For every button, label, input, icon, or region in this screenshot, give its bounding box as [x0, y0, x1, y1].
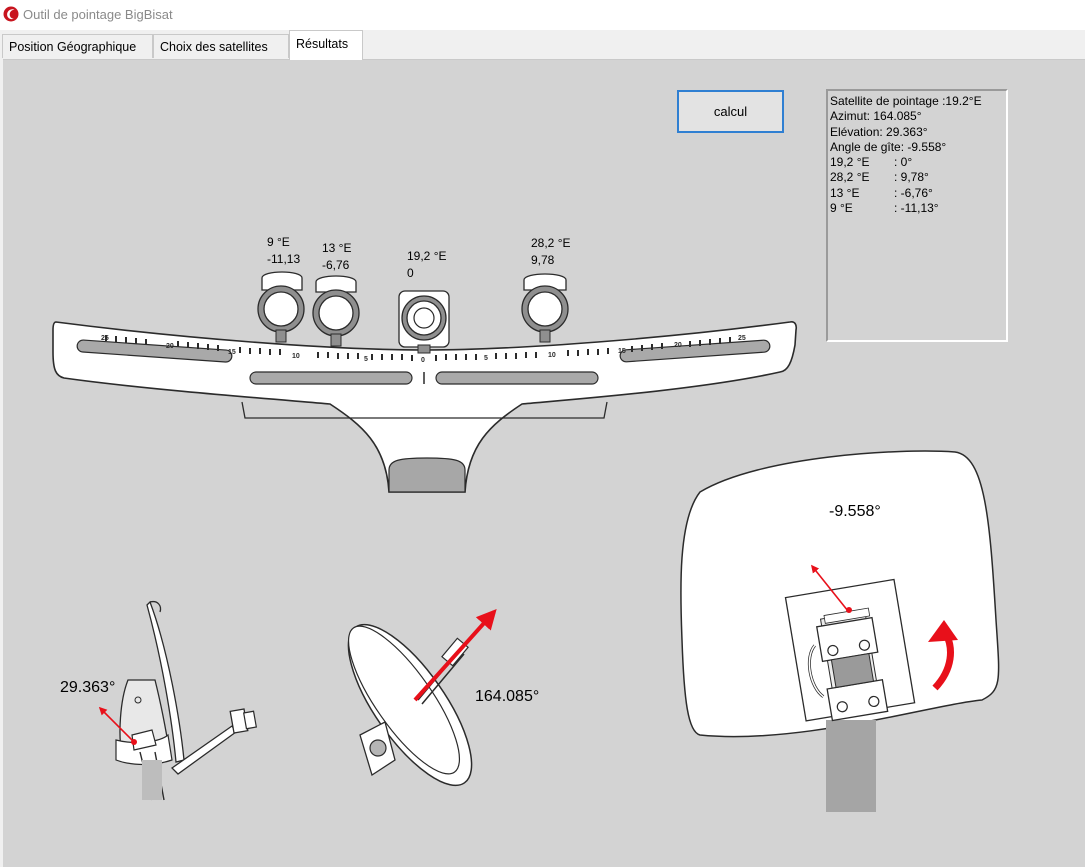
result-row: 19,2 °E : 0°: [830, 155, 1004, 170]
lnb-label-9e: 9 °E -11,13: [267, 234, 300, 268]
tab-label: Choix des satellites: [160, 40, 268, 54]
result-azimut: Azimut: 164.085°: [830, 109, 922, 124]
result-row-sat: 19,2 °E: [830, 155, 870, 170]
lnb-label-offset: -11,13: [267, 252, 301, 266]
tab-position-geographique[interactable]: Position Géographique: [2, 34, 153, 58]
scale-number: 10: [292, 353, 300, 360]
lnb-label-sat: 28,2 °E: [531, 236, 571, 250]
scale-numbers: 25 20 15 10 5 0 5 10 15 20 25: [101, 335, 746, 364]
scale-ticks: [105, 335, 731, 361]
scale-number: 25: [738, 335, 746, 342]
azimuth-value: 164.085°: [475, 688, 540, 705]
lnb-label-28-2e: 28,2 °E 9,78: [531, 235, 571, 269]
result-elevation: Elévation: 29.363°: [830, 124, 928, 139]
lnb-label-13e: 13 °E -6,76: [322, 240, 351, 274]
scale-number: 20: [674, 342, 682, 349]
result-row-value: : -11,13°: [894, 201, 939, 216]
lnb-label-sat: 9 °E: [267, 235, 290, 249]
result-row-sat: 28,2 °E: [830, 170, 870, 185]
bracket-slots: [76, 339, 771, 385]
lnb-label-offset: -6,76: [322, 258, 350, 272]
lnb-label-sat: 19,2 °E: [407, 249, 447, 263]
lnb-13e: [312, 275, 360, 347]
scale-number: 20: [166, 343, 174, 350]
lnb-28-2e: [521, 273, 569, 343]
tab-bar: Position Géographique Choix des satellit…: [0, 30, 1085, 60]
lnb-label-19-2e: 19,2 °E 0: [407, 248, 447, 282]
scale-number: 5: [364, 356, 368, 363]
skew-illustration: [680, 450, 1000, 812]
tab-resultats[interactable]: Résultats: [289, 30, 363, 60]
scale-number: 5: [484, 355, 488, 362]
elevation-value: 29.363°: [60, 679, 116, 696]
app-logo-icon: [3, 6, 19, 22]
scale-number: 10: [548, 352, 556, 359]
window-title: Outil de pointage BigBisat: [23, 7, 173, 22]
result-row-sat: 13 °E: [830, 185, 860, 200]
result-row-value: : 9,78°: [894, 170, 929, 185]
result-header: Satellite de pointage :19.2°E: [830, 94, 982, 108]
result-row: 28,2 °E : 9,78°: [830, 170, 1004, 185]
tab-choix-satellites[interactable]: Choix des satellites: [153, 34, 289, 58]
lnb-bracket: 25 20 15 10 5 0 5 10 15 20 25: [52, 321, 798, 493]
scale-number: 0: [421, 357, 425, 364]
results-box: Satellite de pointage :19.2°E Azimut: 16…: [826, 89, 1008, 342]
lnb-19-2e: [398, 290, 450, 354]
lnb-label-offset: 0: [407, 266, 414, 280]
scale-number: 15: [228, 349, 236, 356]
skew-value: -9.558°: [829, 503, 881, 520]
lnb-9e: [257, 271, 305, 343]
result-row: 9 °E : -11,13°: [830, 201, 1004, 216]
lnb-label-offset: 9,78: [531, 253, 555, 267]
result-gite: Angle de gîte: -9.558°: [830, 139, 947, 154]
tab-label: Position Géographique: [9, 40, 137, 54]
result-row: 13 °E : -6,76°: [830, 186, 1004, 201]
result-row-sat: 9 °E: [830, 201, 853, 216]
elevation-dish-illustration: [98, 600, 258, 801]
calcul-button[interactable]: calcul: [677, 90, 784, 133]
azimuth-dish-illustration: [347, 609, 497, 787]
result-row-value: : 0°: [894, 155, 913, 170]
scale-number: 15: [618, 348, 626, 355]
tab-label: Résultats: [296, 37, 349, 51]
scale-number: 25: [101, 335, 109, 342]
result-row-value: : -6,76°: [894, 185, 933, 200]
lnb-label-sat: 13 °E: [322, 241, 352, 255]
title-bar: Outil de pointage BigBisat: [0, 0, 1085, 30]
